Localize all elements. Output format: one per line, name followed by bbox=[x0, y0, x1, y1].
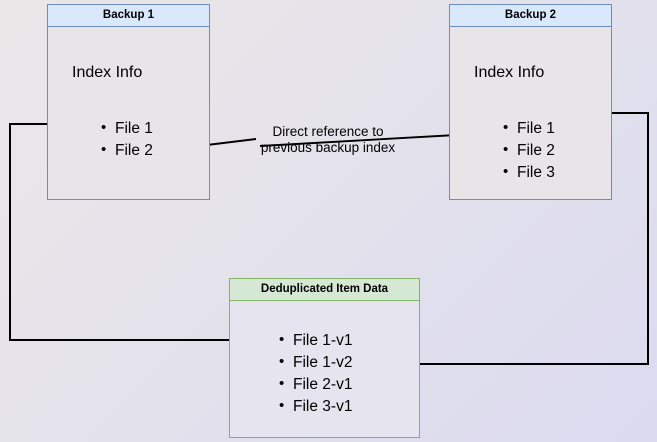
backup-1-index-title: Index Info bbox=[72, 64, 143, 81]
backup-2-index-title: Index Info bbox=[474, 64, 545, 81]
list-item: File 2 bbox=[101, 139, 153, 162]
backup-2-header: Backup 2 bbox=[450, 5, 611, 27]
deduplicated-item-data-body: File 1-v1 File 1-v2 File 2-v1 File 3-v1 bbox=[230, 301, 419, 437]
deduplicated-item-data-box[interactable]: Deduplicated Item Data File 1-v1 File 1-… bbox=[229, 278, 420, 438]
deduplicated-file-list: File 1-v1 File 1-v2 File 2-v1 File 3-v1 bbox=[276, 329, 353, 418]
backup-1-body: Index Info File 1 File 2 bbox=[48, 27, 209, 199]
list-item: File 3 bbox=[503, 161, 555, 184]
list-item: File 3-v1 bbox=[279, 395, 353, 418]
direct-reference-label: Direct reference to previous backup inde… bbox=[260, 124, 396, 155]
backup-1-file-list: File 1 File 2 bbox=[98, 117, 153, 162]
list-item: File 2-v1 bbox=[279, 373, 353, 396]
list-item: File 1 bbox=[503, 117, 555, 140]
backup-2-file-list: File 1 File 2 File 3 bbox=[500, 117, 555, 184]
list-item: File 1 bbox=[101, 117, 153, 140]
backup-2-body: Index Info File 1 File 2 File 3 bbox=[450, 27, 611, 199]
list-item: File 1-v1 bbox=[279, 329, 353, 352]
backup-1-header: Backup 1 bbox=[48, 5, 209, 27]
deduplicated-item-data-header: Deduplicated Item Data bbox=[230, 279, 419, 301]
list-item: File 1-v2 bbox=[279, 351, 353, 374]
list-item: File 2 bbox=[503, 139, 555, 162]
backup-1-box[interactable]: Backup 1 Index Info File 1 File 2 bbox=[47, 4, 210, 200]
backup-2-box[interactable]: Backup 2 Index Info File 1 File 2 File 3 bbox=[449, 4, 612, 200]
